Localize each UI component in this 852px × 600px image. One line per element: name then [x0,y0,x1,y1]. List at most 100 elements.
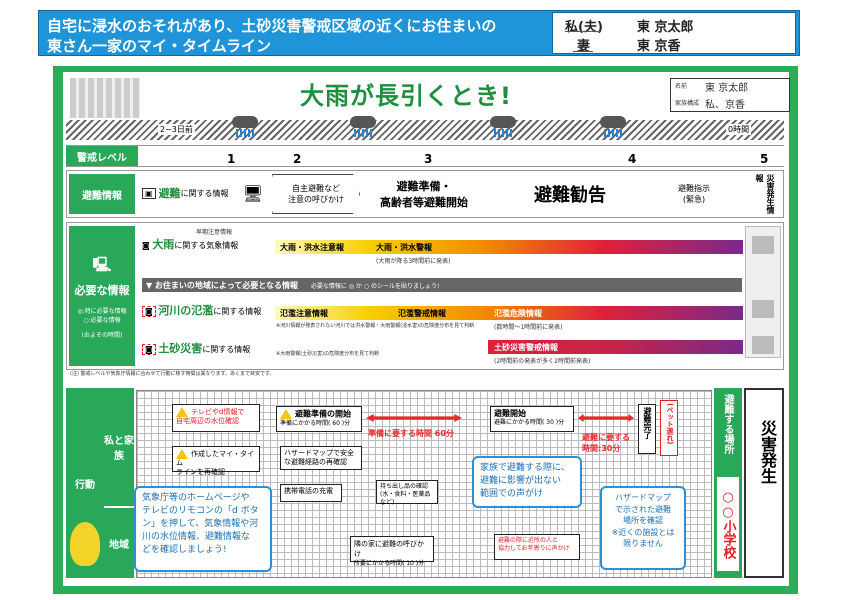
family-value: 私、京香 [705,100,745,111]
card-title: 避難開始 [494,409,526,418]
rain-pre: 早期注意情報 [196,229,233,236]
card-prepare-start: 避難準備の開始準備にかかる時間( 60 )分 [276,406,362,432]
header-line2: 東さん一家のマイ・タイムライン [47,37,271,55]
timeline-end: 0時間 [726,124,752,135]
family-label: 家族構成 [675,100,700,107]
needed-label: 必要な情報 [74,283,130,297]
rain-step1: 大雨・洪水注意報 [280,243,344,252]
landslide-icon [752,336,774,354]
landslide-info: ◙ 土砂災害に関する情報 [142,340,250,356]
evac-step-order: 避難指示 (緊急) [650,174,738,214]
card-text: テレビやd情報で 自宅周辺の水位確認 [176,408,245,426]
rain-info: ◙ 大雨に関する気象情報 [142,236,238,252]
card-pet: (ペット連れ) [660,400,678,456]
rain-note: (大雨が降る3時間前に発表) [376,258,451,265]
rain-cloud-icon [600,116,626,128]
spouse-name: 東 京香 [637,39,681,54]
card-title: 隣の家に避難の呼びかけ [354,540,424,559]
monitor-icon: 🖥 [242,183,263,203]
area-bar-text: ▼ お住まいの地域によって必要となる情報 [146,281,299,290]
tip-bubble-d-button: 気象庁等のホームページや テレビのリモコンの「d ボタ ン」を押して、気象情報や… [134,486,272,572]
evac-step-disaster: 災害発生情報 [755,174,775,214]
shelter-label: 避難する場所 [722,394,733,454]
tip-bubble-hazard-map: ハザードマップ で示された避難 場所を確認 ※近くの施設とは 限りません [600,486,686,570]
tip-bubble-family: 家族で避難する際に、 避難に影響が出ない 範囲での声がけ [472,456,582,508]
card-evac-start: 避難開始避難にかかる時間( 30 )分 [490,406,574,432]
legend-2: ○:必要な情報 [83,316,121,324]
river-em: 河川の氾濫 [158,304,214,317]
sticker-slot-icon: ◙ [142,344,156,355]
card-phone-charge: 携帯電話の充電 [280,484,342,502]
shelter-value: ○○小学校 [716,476,740,572]
action-region-label: 地域 [104,508,134,578]
legend-1: ◎:特に必要な情報 [77,307,127,315]
info-icon: ◙ [142,241,153,250]
evac-step-advisory: 避難勧告 [486,174,654,214]
name-value: 東 京太郎 [705,83,749,94]
river-label: に関する情報 [213,307,262,316]
card-carry-items: 持ち出し品の確認 (水・食料・医薬品など) [376,480,438,506]
flood-icon [752,300,774,318]
prep-duration-arrow [366,414,462,422]
warning-icon [176,407,188,417]
rain-gradient-bar [275,240,743,254]
rain-cloud-icon [232,116,258,128]
underline [565,31,601,32]
river-info: ◙ 河川の氾濫に関する情報 [142,302,261,318]
river-step2: 氾濫警戒情報 [398,309,446,318]
legend-3: (およその時間) [81,331,123,339]
level-2: 2 [293,152,302,166]
landslide-note1: (2時間前の発表が多く2時間前発表) [494,358,591,365]
prep-duration-text: 準備に要する時間 60分 [368,429,454,438]
rain-icon [604,129,622,137]
evac-duration-arrow [578,414,634,422]
needed-panel: 🖳 必要な情報 ◎:特に必要な情報 ○:必要な情報 (およその時間) [69,226,135,366]
landslide-label: に関する情報 [202,345,251,354]
card-text: 作成したマイ・タイム ラインを再確認 [176,450,254,477]
footnote: (注) 警戒レベルや気象庁情報に合わせて行動に移す時間は異なります。あくまで目安… [70,371,275,377]
header-line1: 自宅に浸水のおそれがあり、土砂災害警戒区域の近くにお住まいの [47,17,497,35]
action-self-label: 私と家族 [104,388,134,506]
timeline-start: 2~3日前 [158,124,195,135]
landslide-step1: 土砂災害警戒情報 [494,343,558,352]
underline [573,51,593,52]
evac-info-item: ▣ 避難に関する情報 🖥 [142,178,270,208]
evac-info-label: に関する情報 [180,188,229,198]
self-name: 東 京太郎 [637,20,694,35]
pc-icon: 🖳 [92,256,112,273]
card-elder-call: 避難の際に近所の人と 協力してお年寄りに声かけ [494,534,580,560]
level-row [66,145,784,167]
rain-icon [494,129,512,137]
spouse-label: 妻 [577,39,591,54]
disaster-column [744,388,784,578]
landslide-em: 土砂災害 [158,342,203,355]
rain-icon [354,129,372,137]
level-3: 3 [424,152,433,166]
river-gradient-bar [275,306,743,320]
timeline-bar: 2~3日前 0時間 [66,120,784,140]
card-hazard-route: ハザードマップで安全 な避難経路の再確認 [280,446,362,470]
card-recheck-timeline: 作成したマイ・タイム ラインを再確認 [172,446,260,476]
mascot-icon [70,522,100,566]
area-bar: ▼ お住まいの地域によって必要となる情報 必要な情報に ◎ か ○ のシールを貼… [142,278,742,292]
city-illustration [70,78,140,118]
name-box: 名前 東 京太郎 家族構成 私、京香 [670,78,790,112]
rain-icon [236,129,254,137]
self-label: 私(夫) [565,20,603,35]
rain-label: に関する気象情報 [174,241,239,250]
area-bar-sub: 必要な情報に ◎ か ○ のシールを貼りましょう! [310,283,440,290]
storm-icon [752,236,774,254]
name-label: 名前 [675,83,688,90]
level-label: 警戒レベル [66,146,138,166]
card-title: 避難準備の開始 [295,409,351,419]
level-4: 4 [628,152,637,166]
evac-step-prepare: 避難準備・ 高齢者等避難開始 [358,174,490,214]
tv-icon: ▣ [142,187,156,199]
rain-cloud-icon [350,116,376,128]
rain-cloud-icon [490,116,516,128]
card-sub: 避難にかかる時間( 30 )分 [494,419,565,427]
disaster-label: 災害発生 [758,420,777,484]
card-tv-check: テレビやd情報で 自宅周辺の水位確認 [172,404,260,432]
evac-label: 避難情報 [69,174,135,214]
evac-step-voluntary: 自主避難など 注意の呼びかけ [272,174,360,214]
